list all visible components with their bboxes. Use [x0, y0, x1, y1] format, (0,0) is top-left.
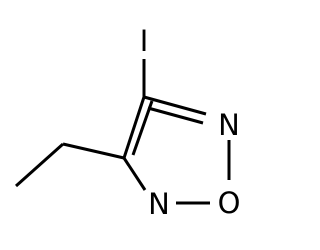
bond-c4-n-top-inner	[147, 106, 204, 125]
atom-nitrogen-top-label: N	[218, 108, 240, 142]
atom-nitrogen-bottom-label: N	[148, 187, 170, 221]
bond-n-bottom-c3	[122, 157, 147, 191]
bond-c3-c4	[122, 96, 146, 159]
molecule-structure-diagram: I N O N	[15, 24, 241, 221]
bond-ethyl-ch3-ch2	[15, 142, 64, 188]
bond-c4-n-top	[143, 95, 207, 116]
atom-iodine-label: I	[140, 24, 149, 58]
atom-oxygen-label: O	[218, 186, 241, 220]
bond-c3-c4-inner	[131, 100, 154, 156]
bond-ethyl-ch2-c3	[62, 142, 125, 160]
